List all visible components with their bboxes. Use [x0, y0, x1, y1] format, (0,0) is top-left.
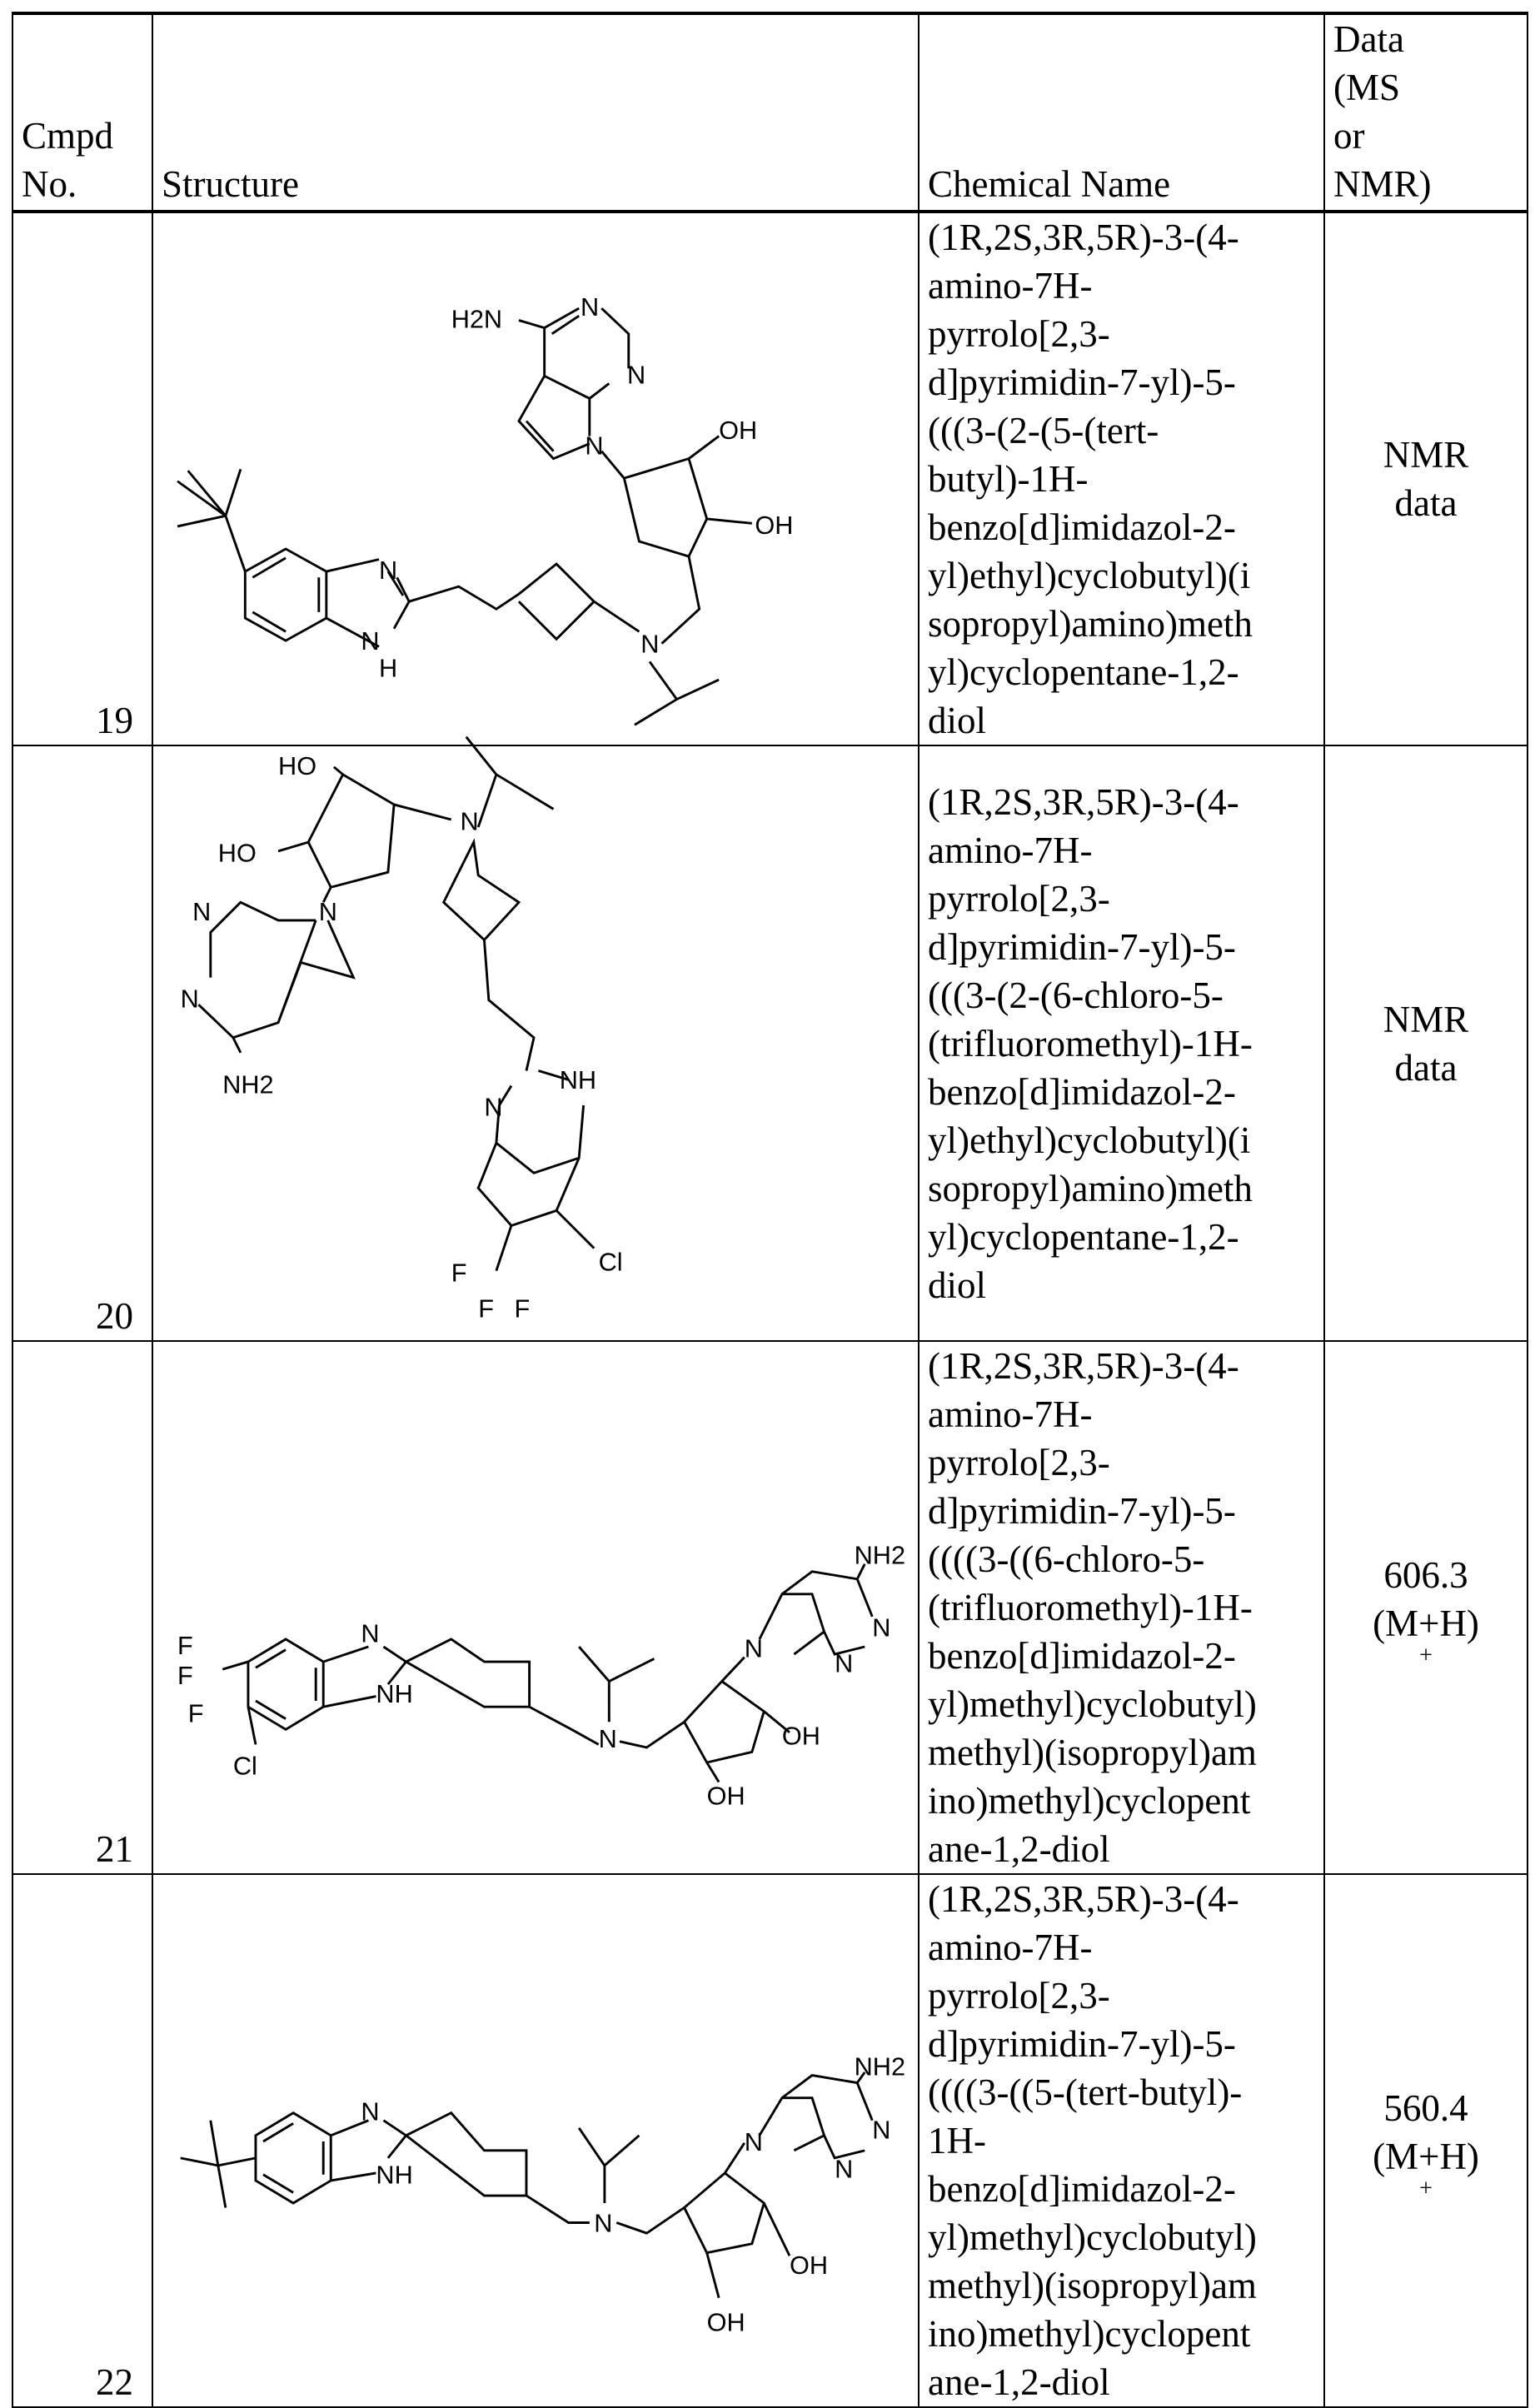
compound-row: 19 (1R,2S,3R,5R)-3-(4- amino-7H-pyrrolo[2…: [12, 211, 1528, 746]
chemical-name-line: yl)methyl)cyclobutyl): [928, 2216, 1257, 2258]
chemical-name: (1R,2S,3R,5R)-3-(4- amino-7H-pyrrolo[2,3-…: [918, 211, 1325, 746]
data-line: data: [1394, 482, 1458, 524]
chemical-name-line: yl)ethyl)cyclobutyl)(i: [928, 1119, 1251, 1161]
chemical-name-line: pyrrolo[2,3-: [928, 877, 1110, 920]
compound-number: 19: [12, 211, 153, 746]
chemical-name-line: pyrrolo[2,3-: [928, 313, 1110, 355]
data-line: 560.4: [1383, 2087, 1468, 2129]
compound-number: 20: [12, 745, 153, 1342]
header-structure: Structure: [152, 12, 920, 213]
chemical-name-line: butyl)-1H-: [928, 458, 1089, 500]
chemical-name-line: benzo[d]imidazol-2-: [928, 2168, 1236, 2210]
structure-cell: [152, 1873, 920, 2408]
chemical-name-line: yl)cyclopentane-1,2-: [928, 1215, 1239, 1258]
data-line: (M+H): [1373, 2136, 1479, 2177]
data-line: NMR: [1383, 434, 1469, 476]
compound-row: 22 (1R,2S,3R,5R)-3-(4- amino-7H-pyrrolo[2…: [12, 1873, 1528, 2408]
chemical-name-line: yl)methyl)cyclobutyl): [928, 1683, 1257, 1725]
chemical-name: (1R,2S,3R,5R)-3-(4- amino-7H-pyrrolo[2,3-…: [918, 1873, 1325, 2408]
data-line: NMR: [1383, 998, 1469, 1040]
analytical-data: NMR data: [1323, 211, 1528, 746]
chemical-name-line: (1R,2S,3R,5R)-3-(4-: [928, 780, 1239, 823]
chemical-name-line: yl)ethyl)cyclobutyl)(i: [928, 555, 1251, 596]
chemical-name-line: ane-1,2-diol: [928, 1828, 1110, 1870]
compound-number: 22: [12, 1873, 153, 2408]
chemical-name-line: benzo[d]imidazol-2-: [928, 1635, 1236, 1677]
chemical-name-line: ((((3-((6-chloro-5-: [928, 1538, 1205, 1580]
compound-number: 21: [12, 1340, 153, 1875]
header-chemical-name: Chemical Name: [918, 12, 1325, 213]
chemical-name-line: 1H-: [928, 2120, 986, 2161]
analytical-data: 606.3 (M+H)+: [1323, 1340, 1528, 1875]
chemical-name-line: amino-7H-: [928, 265, 1093, 307]
compound-row: 21 (1R,2S,3R,5R)-3-(4- amino-7H-pyrrolo[2…: [12, 1340, 1528, 1875]
compound-row: 20 (1R,2S,3R,5R)-3-(4- amino-7H-pyrrolo[2…: [12, 745, 1528, 1342]
analytical-data: NMR data: [1323, 745, 1528, 1342]
data-line: 606.3: [1383, 1554, 1468, 1596]
chemical-name-line: ane-1,2-diol: [928, 2361, 1110, 2403]
structure-cell: [152, 745, 920, 1342]
chemical-name-line: d]pyrimidin-7-yl)-5-: [928, 2023, 1236, 2065]
chemical-name-line: (trifluoromethyl)-1H-: [928, 1022, 1253, 1064]
chemical-name-line: ((((3-((5-(tert-butyl)-: [928, 2071, 1243, 2113]
chemical-name-line: sopropyl)amino)meth: [928, 603, 1253, 645]
chemical-name-line: (1R,2S,3R,5R)-3-(4-: [928, 1345, 1239, 1387]
charge-superscript: +: [1419, 2176, 1433, 2201]
chemical-name-line: (((3-(2-(5-(tert-: [928, 410, 1159, 451]
chemical-name-line: (1R,2S,3R,5R)-3-(4-: [928, 1878, 1239, 1920]
chemical-name-line: sopropyl)amino)meth: [928, 1167, 1253, 1209]
chemical-name: (1R,2S,3R,5R)-3-(4- amino-7H-pyrrolo[2,3-…: [918, 1340, 1325, 1875]
data-line: (M+H): [1373, 1603, 1479, 1644]
chemical-name-line: (1R,2S,3R,5R)-3-(4-: [928, 217, 1239, 258]
chemical-name-line: (trifluoromethyl)-1H-: [928, 1587, 1253, 1628]
charge-superscript: +: [1419, 1643, 1433, 1668]
data-line: data: [1394, 1046, 1458, 1089]
chemical-name-line: yl)cyclopentane-1,2-: [928, 651, 1239, 693]
chemical-name-line: pyrrolo[2,3-: [928, 1975, 1110, 2017]
chemical-name-line: amino-7H-: [928, 1393, 1093, 1435]
chemical-name-line: methyl)(isopropyl)am: [928, 2265, 1257, 2306]
chemical-name-line: benzo[d]imidazol-2-: [928, 506, 1236, 548]
chemical-name-line: ino)methyl)cyclopent: [928, 2313, 1251, 2355]
structure-cell: [152, 211, 920, 746]
analytical-data: 560.4 (M+H)+: [1323, 1873, 1528, 2408]
chemical-name-line: amino-7H-: [928, 1927, 1093, 1968]
chemical-name-line: d]pyrimidin-7-yl)-5-: [928, 1490, 1236, 1532]
chemical-name-line: d]pyrimidin-7-yl)-5-: [928, 361, 1236, 403]
chemical-name-line: diol: [928, 700, 987, 741]
chemical-name-line: benzo[d]imidazol-2-: [928, 1070, 1236, 1113]
chemical-name-line: (((3-(2-(6-chloro-5-: [928, 974, 1224, 1016]
structure-cell: [152, 1340, 920, 1875]
chemical-name-line: pyrrolo[2,3-: [928, 1442, 1110, 1483]
chemical-name-line: ino)methyl)cyclopent: [928, 1780, 1251, 1822]
chemical-name: (1R,2S,3R,5R)-3-(4- amino-7H-pyrrolo[2,3-…: [918, 745, 1325, 1342]
chemical-name-line: amino-7H-: [928, 829, 1093, 871]
chemical-name-line: d]pyrimidin-7-yl)-5-: [928, 925, 1236, 968]
chemical-name-line: diol: [928, 1264, 987, 1306]
chemical-name-line: methyl)(isopropyl)am: [928, 1732, 1257, 1773]
